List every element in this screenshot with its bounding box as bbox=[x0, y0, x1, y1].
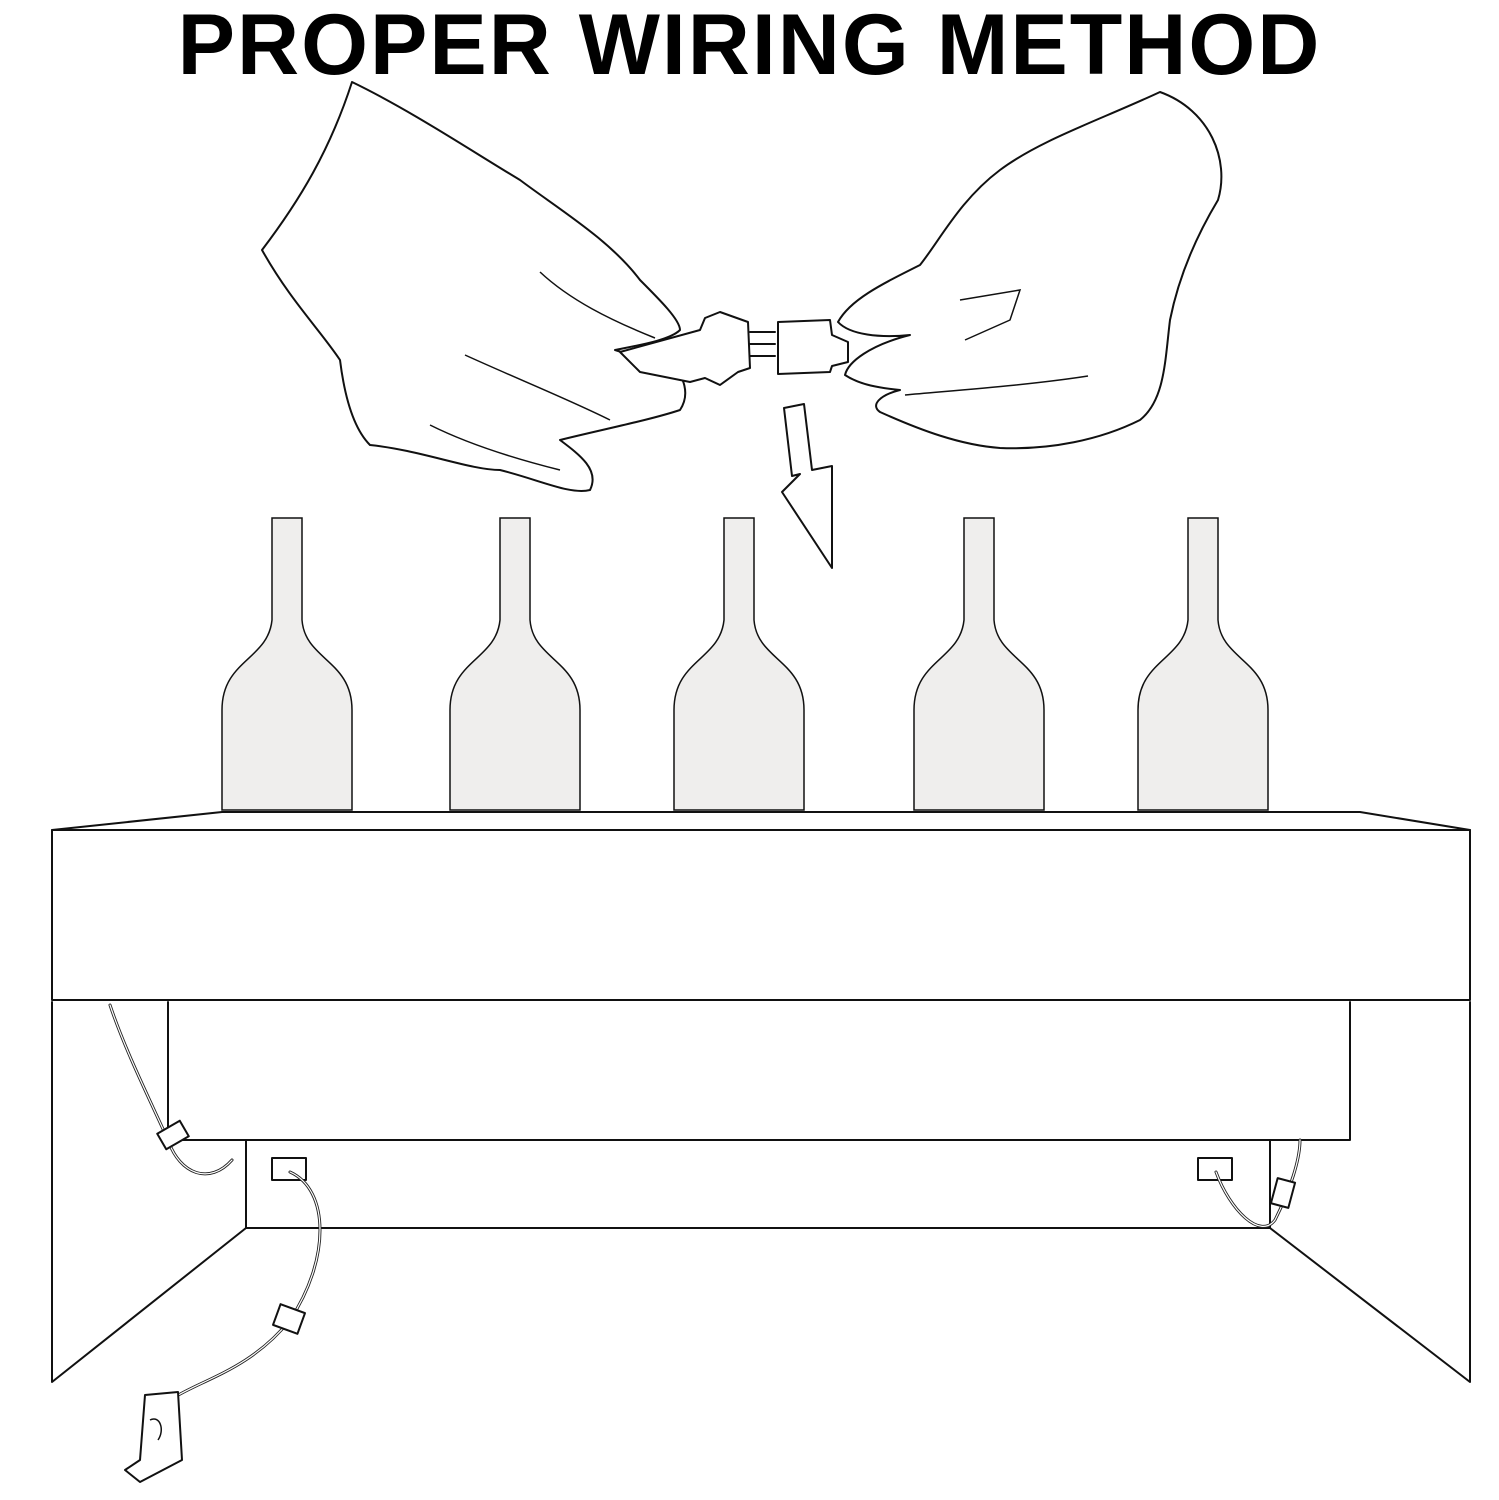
female-connector bbox=[777, 319, 849, 375]
down-arrow-icon bbox=[781, 403, 833, 569]
bottle bbox=[1137, 517, 1269, 811]
bottle bbox=[449, 517, 581, 811]
right-cable bbox=[1214, 1138, 1302, 1228]
power-cord bbox=[124, 1170, 322, 1483]
bottle bbox=[673, 517, 805, 811]
mounting-hole bbox=[271, 1157, 307, 1181]
bottle bbox=[221, 517, 353, 811]
page-title: PROPER WIRING METHOD bbox=[177, 0, 1322, 93]
left-cable bbox=[108, 1003, 234, 1176]
male-connector bbox=[619, 311, 776, 386]
bottle bbox=[913, 517, 1045, 811]
mounting-hole bbox=[1197, 1157, 1233, 1181]
left-hand bbox=[261, 81, 687, 492]
right-hand bbox=[837, 91, 1223, 450]
shelf bbox=[51, 811, 1471, 1383]
